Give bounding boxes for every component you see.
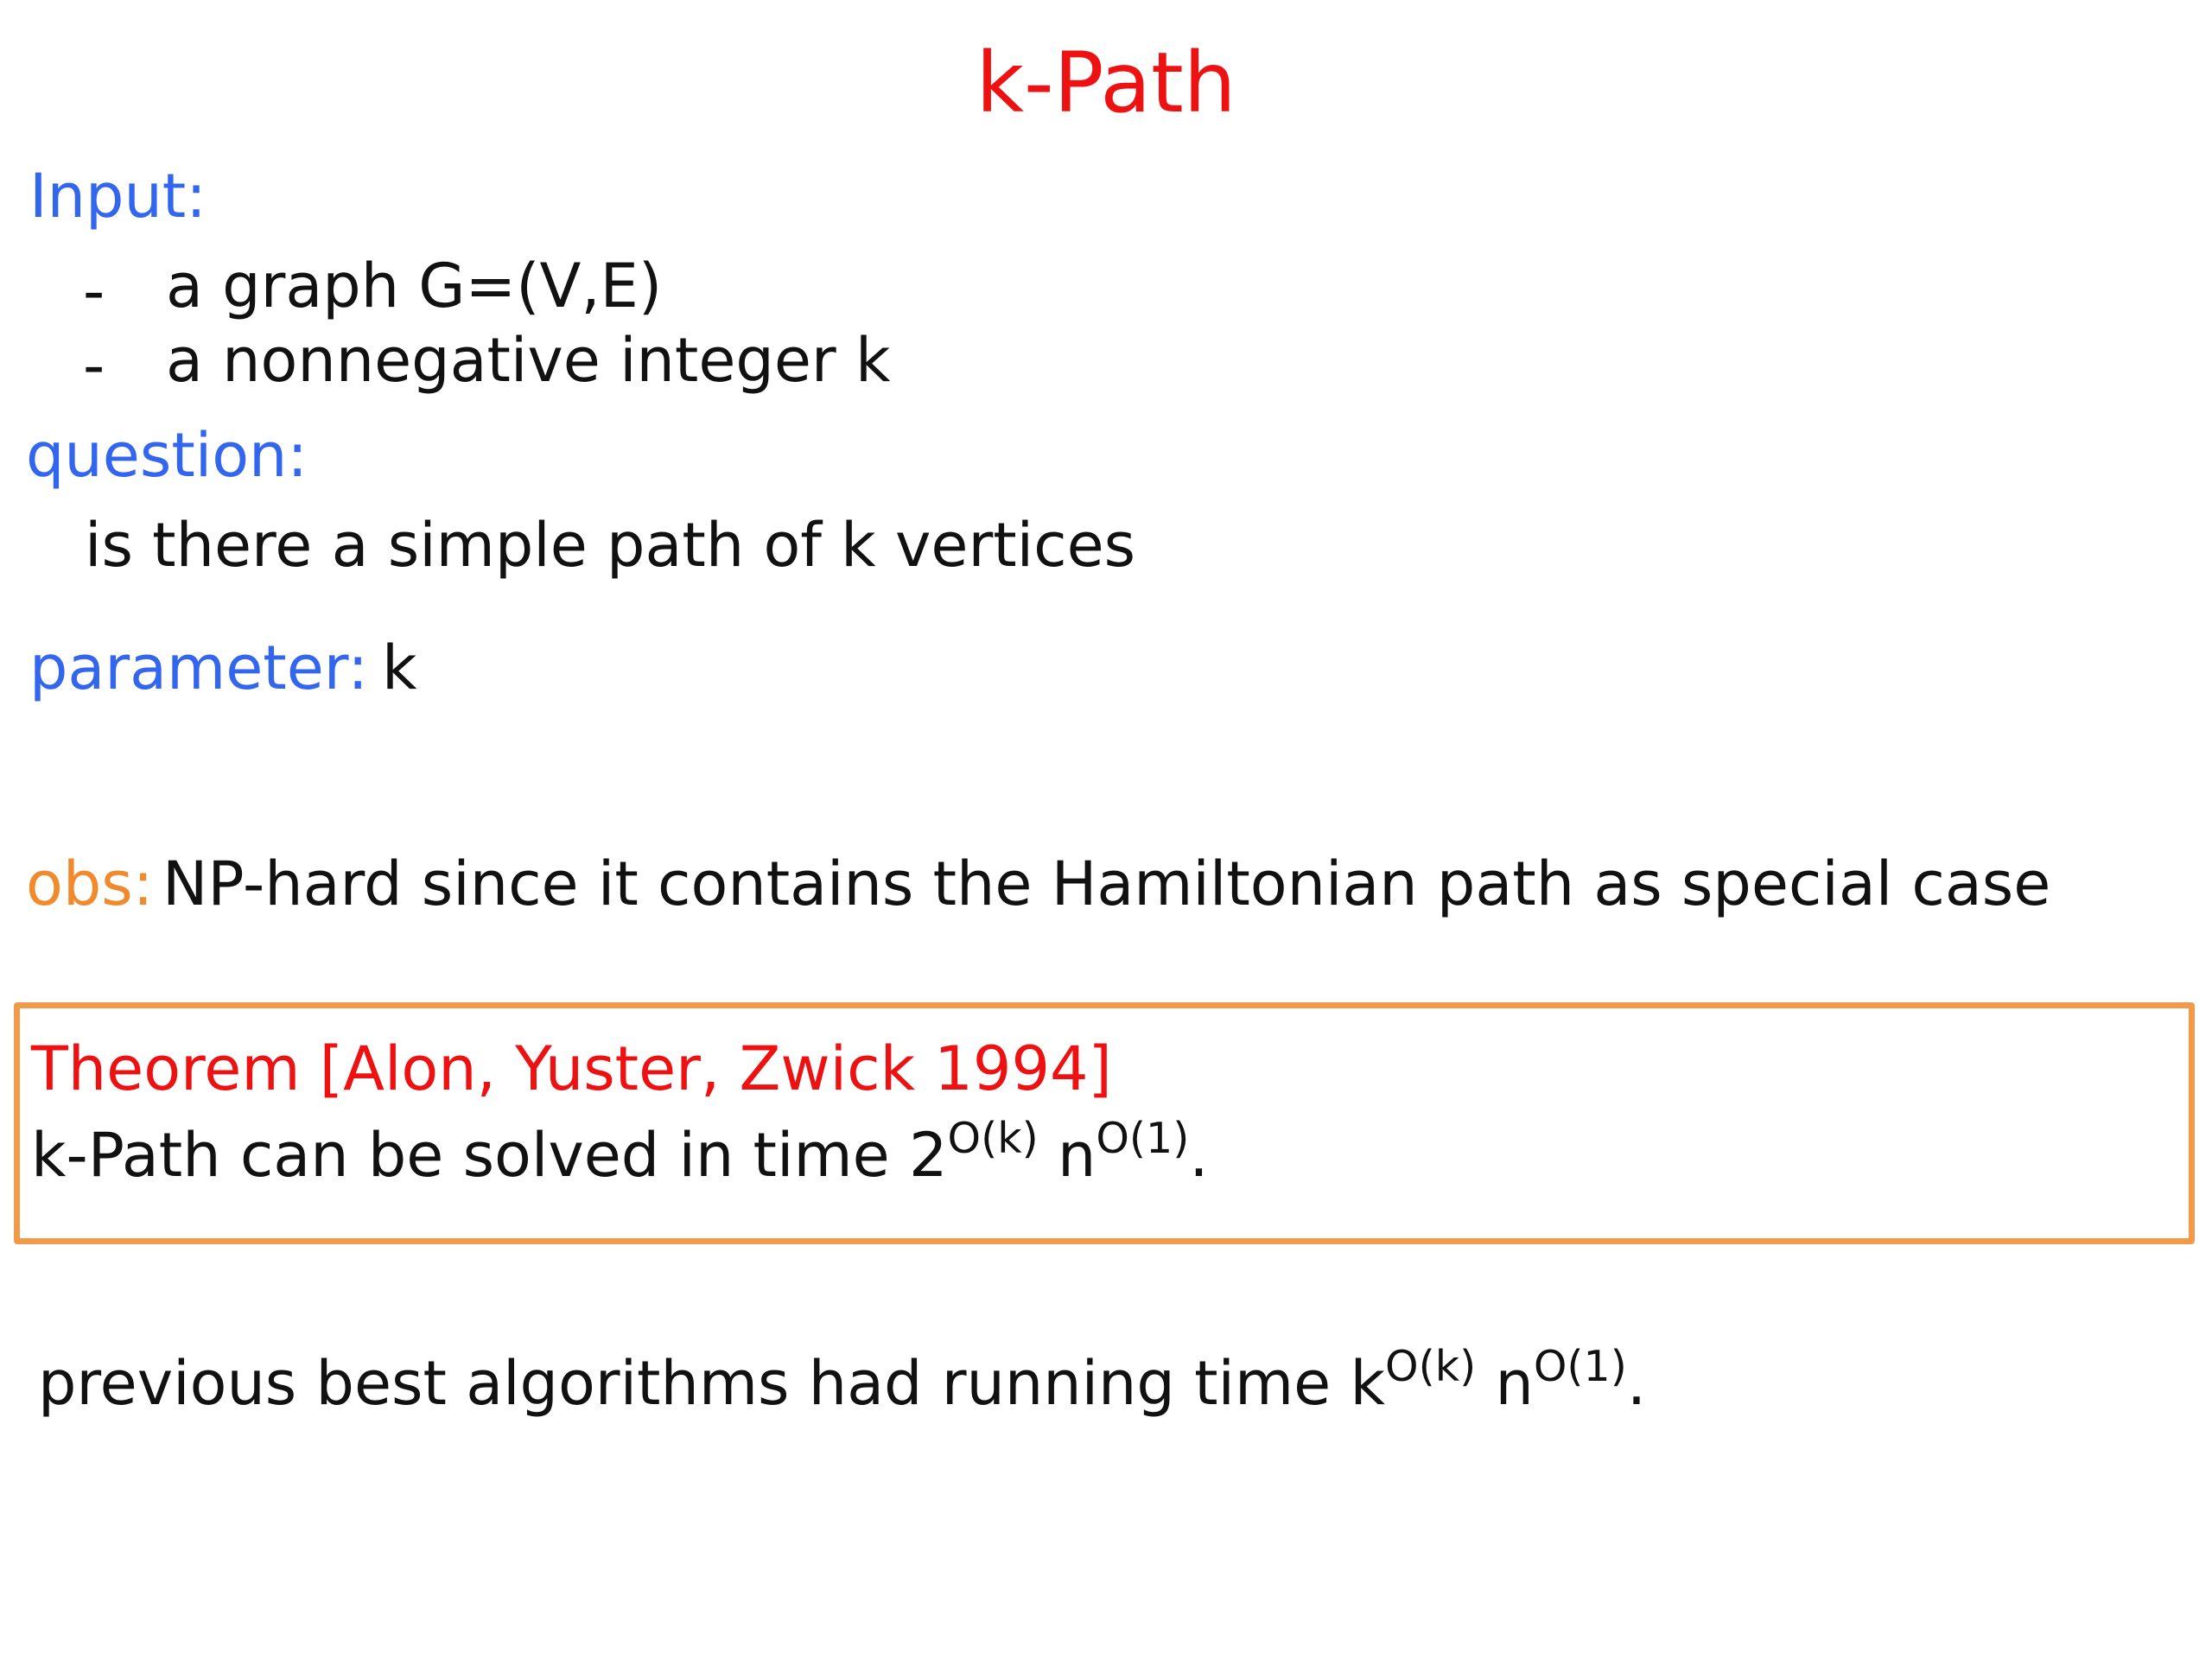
previous-prefix: previous best algorithms had running tim… <box>38 1348 1351 1419</box>
theorem-base-n: n <box>1057 1120 1096 1191</box>
previous-base-k: k <box>1350 1348 1386 1419</box>
obs-text: NP-hard since it contains the Hamiltonia… <box>162 849 2051 919</box>
slide-title: k-Path <box>976 35 1236 131</box>
theorem-base-2: 2 <box>908 1120 948 1191</box>
theorem-exp-ok: O(k) <box>947 1114 1039 1164</box>
question-label: question: <box>26 420 308 491</box>
input-item-2-dash: - <box>83 330 105 401</box>
input-item-2-text: a nonnegative integer k <box>166 325 891 396</box>
theorem-box <box>14 1002 2195 1244</box>
parameter-value: k <box>382 632 417 703</box>
theorem-exp-o1: O(1) <box>1096 1114 1190 1164</box>
previous-period: . <box>1626 1348 1647 1419</box>
input-label: Input: <box>29 161 207 232</box>
previous-exp-ok: O(k) <box>1385 1342 1477 1392</box>
obs-label: obs: <box>26 849 154 919</box>
theorem-statement-prefix: k-Path can be solved in time <box>31 1120 909 1191</box>
previous-exp-o1: O(1) <box>1533 1342 1627 1392</box>
theorem-statement: k-Path can be solved in time 2O(k) nO(1)… <box>31 1117 1209 1191</box>
question-text: is there a simple path of k vertices <box>85 510 1136 581</box>
input-item-1-text: a graph G=(V,E) <box>166 251 663 321</box>
previous-line: previous best algorithms had running tim… <box>38 1345 1647 1419</box>
theorem-heading: Theorem [Alon, Yuster, Zwick 1994] <box>31 1033 1112 1104</box>
parameter-label: parameter: <box>29 632 368 703</box>
theorem-period: . <box>1189 1120 1209 1191</box>
previous-base-n: n <box>1495 1348 1534 1419</box>
input-item-1-dash: - <box>83 256 105 327</box>
